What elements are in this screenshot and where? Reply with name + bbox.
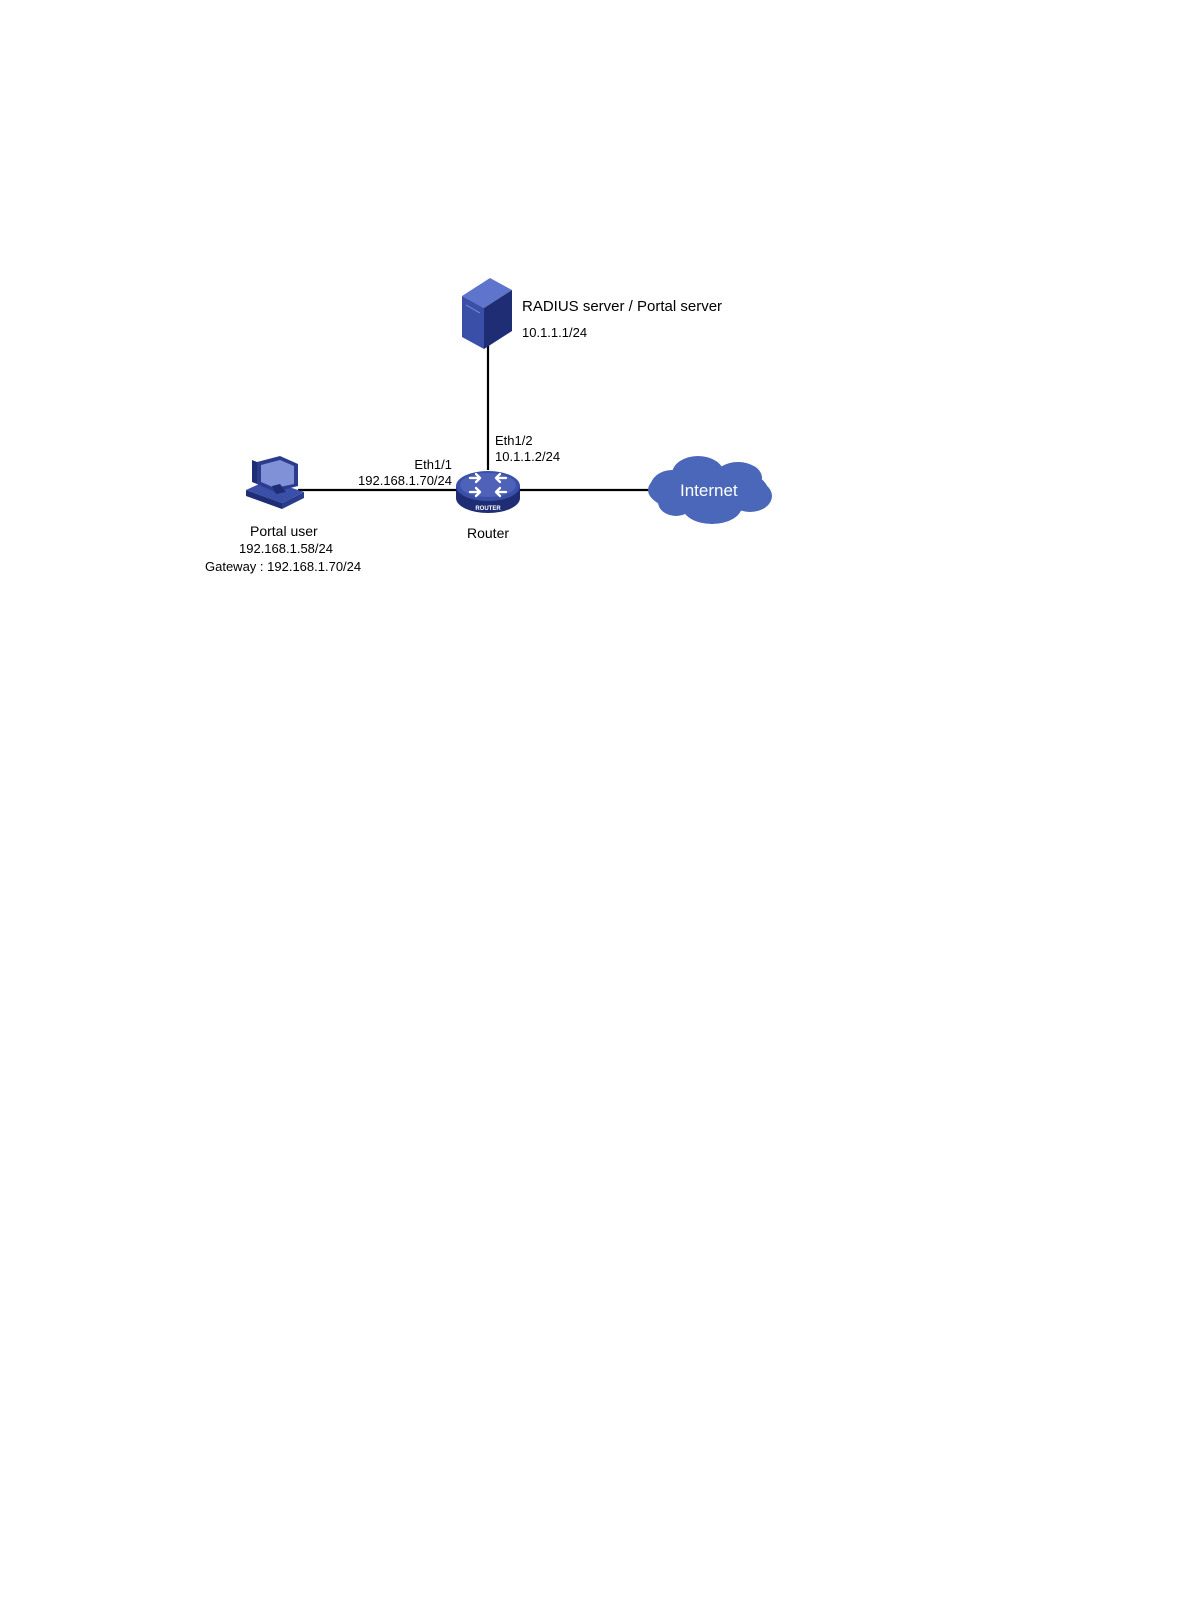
router-badge: ROUTER [475,506,501,512]
port-eth1-1-ip-label: 192.168.1.70/24 [358,474,452,487]
router-icon: ROUTER [456,471,520,513]
port-eth1-1-label: Eth1/1 [414,458,452,471]
internet-label: Internet [680,482,738,499]
server-icon [462,278,512,349]
server-name-label: RADIUS server / Portal server [522,299,722,314]
user-gateway-label: Gateway : 192.168.1.70/24 [205,560,361,573]
pc-icon [246,456,304,509]
port-eth1-2-label: Eth1/2 [495,434,533,447]
user-ip-label: 192.168.1.58/24 [239,542,333,555]
port-eth1-2-ip-label: 10.1.1.2/24 [495,450,560,463]
router-name-label: Router [467,526,509,540]
user-name-label: Portal user [250,524,318,538]
server-ip-label: 10.1.1.1/24 [522,326,587,339]
